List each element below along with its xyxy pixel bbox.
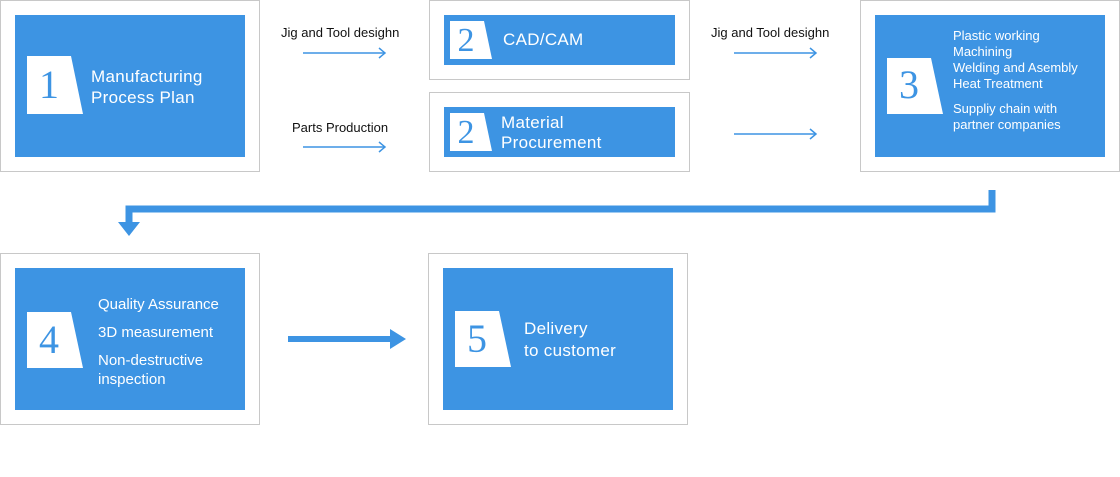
arrow-step-4-to-step-5: [288, 329, 406, 349]
step-3-item-1: Plastic working: [953, 28, 1040, 43]
step-2a-title: CAD/CAM: [503, 30, 584, 49]
step-2a-box: 2 CAD/CAM: [444, 15, 675, 65]
step-4-item-1: Quality Assurance: [98, 296, 219, 313]
step-5-title-line-1: Delivery: [524, 319, 588, 338]
step-5-title-line-2: to customer: [524, 341, 617, 360]
step-1-number-tab: [27, 56, 83, 114]
step-4-number-tab: [27, 312, 83, 368]
arrow-label-jig-tool-2: Jig and Tool desighn: [711, 25, 830, 40]
arrow-label-parts-production: Parts Production: [292, 120, 389, 135]
step-2b-title: Material Procurement: [501, 113, 602, 153]
step-2a-number-tab: [450, 21, 492, 59]
step-3-number: 3: [899, 62, 919, 107]
step-2b-title-line-2: Procurement: [501, 133, 602, 152]
step-4-item-3: Non-destructive: [98, 352, 204, 369]
step-4-number: 4: [39, 317, 59, 362]
step-4-box: 4 Quality Assurance 3D measurement Non-d…: [15, 268, 245, 410]
step-4-item-2: 3D measurement: [98, 324, 214, 341]
step-2b-box: 2 Material Procurement: [444, 107, 675, 157]
step-1-title-line-2: Process Plan: [91, 88, 195, 107]
step-5-box: 5 Delivery to customer: [443, 268, 673, 410]
step-3-item-3: Welding and Asembly: [953, 60, 1078, 75]
arrow-cadcam-to-step-3: [734, 47, 818, 59]
step-2a-number: 2: [457, 22, 475, 59]
connector-step-3-to-step-4: [118, 190, 996, 236]
arrow-material-to-step-3: [734, 128, 818, 140]
step-3-item-2: Machining: [953, 44, 1013, 59]
step-4-item-4: inspection: [98, 371, 166, 388]
step-3-box: 3 Plastic working Machining Welding and …: [875, 15, 1105, 157]
step-1-title-line-1: Manufacturing: [91, 67, 203, 86]
step-2b-number-tab: [450, 113, 492, 151]
step-1-title: Manufacturing Process Plan: [91, 66, 203, 108]
arrow-to-material: [303, 141, 387, 153]
step-5-title: Delivery to customer: [524, 318, 616, 362]
step-1-number: 1: [39, 62, 59, 107]
arrow-to-cadcam: [303, 47, 387, 59]
step-3-number-tab: [887, 58, 943, 114]
step-2b-number: 2: [457, 114, 475, 151]
step-3-item-5: Suppliy chain with: [953, 101, 1058, 116]
arrow-label-jig-tool-1: Jig and Tool desighn: [281, 25, 400, 40]
step-5-number-tab: [455, 311, 511, 367]
step-4-list: Quality Assurance 3D measurement Non-des…: [98, 295, 219, 389]
step-3-item-4: Heat Treatment: [953, 76, 1043, 91]
step-3-list: Plastic working Machining Welding and As…: [953, 28, 1078, 133]
step-1-box: 1 Manufacturing Process Plan: [15, 15, 245, 157]
step-3-item-6: partner companies: [953, 117, 1061, 132]
step-2b-title-line-1: Material: [501, 113, 564, 132]
step-5-number: 5: [467, 316, 487, 361]
